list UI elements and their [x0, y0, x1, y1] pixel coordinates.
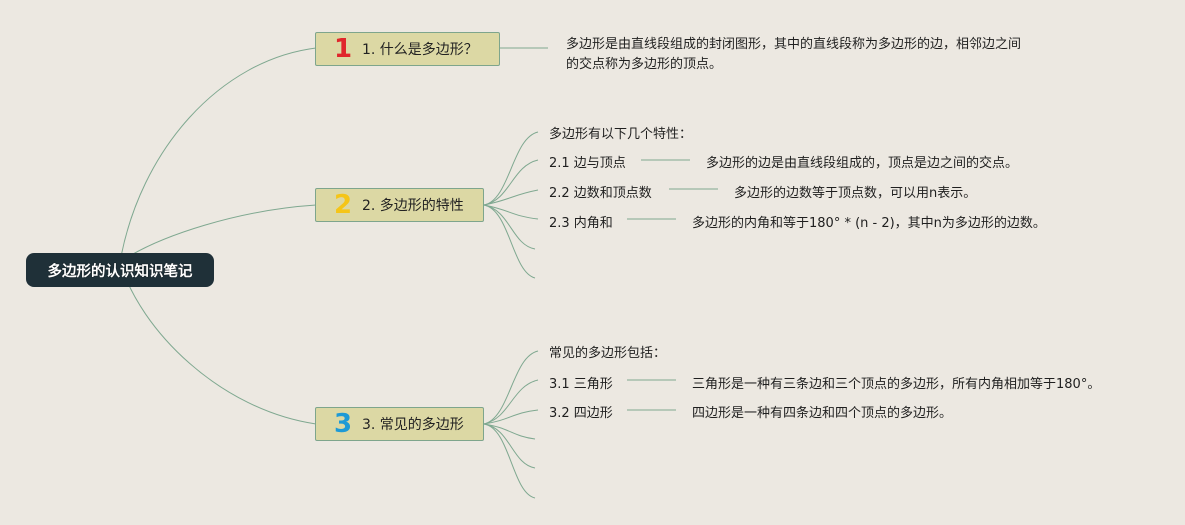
connector-topic-3-empty-2 [483, 423, 536, 469]
number-one-icon: 1 [333, 34, 353, 64]
topic-2-item-2-detail: 多边形的边数等于顶点数，可以用n表示。 [734, 186, 977, 201]
topic-2-item-3-detail: 多边形的内角和等于180° * (n - 2)，其中n为多边形的边数。 [692, 216, 1046, 231]
topic-3-label: 3. 常见的多边形 [362, 417, 464, 433]
connector-root-topic-3 [119, 261, 317, 425]
root-title: 多边形的认识知识笔记 [47, 263, 193, 280]
topic-3-item-2-detail: 四边形是一种有四条边和四个顶点的多边形。 [692, 406, 953, 421]
topic-2-node[interactable]: 2 2. 多边形的特性 [315, 188, 484, 222]
connector-topic-2-empty-2 [483, 204, 536, 279]
topic-2-label: 2. 多边形的特性 [362, 198, 464, 214]
connector-topic-2-item-1 [483, 159, 539, 206]
connector-topic-3-item-1 [483, 379, 539, 425]
topic-3-item-1-detail: 三角形是一种有三条边和三个顶点的多边形，所有内角相加等于180°。 [692, 377, 1101, 392]
topic-2-item-1-label: 2.1 边与顶点 [549, 156, 626, 171]
connector-topic-3-item-2 [483, 409, 539, 425]
connector-root-topic-2 [119, 204, 317, 263]
topic-3-item-2-label: 3.2 四边形 [549, 406, 613, 421]
topic-1-description-line-1: 多边形是由直线段组成的封闭图形，其中的直线段称为多边形的边，相邻边之间 [566, 37, 1022, 52]
topic-2-item-2-label: 2.2 边数和顶点数 [549, 186, 652, 201]
connector-topic-2-item-2 [483, 189, 539, 206]
connector-topic-2-empty-1 [483, 204, 536, 250]
connector-topic-2-intro [483, 131, 539, 206]
topic-2-intro: 多边形有以下几个特性： [549, 127, 693, 142]
topic-1-description-line-2: 的交点称为多边形的顶点。 [566, 57, 723, 72]
topic-1-node[interactable]: 1 1. 什么是多边形？ [315, 32, 500, 66]
topic-1-label: 1. 什么是多边形？ [362, 42, 478, 58]
topic-3-node[interactable]: 3 3. 常见的多边形 [315, 407, 484, 441]
topic-2-item-3-label: 2.3 内角和 [549, 216, 613, 231]
number-three-icon: 3 [333, 409, 353, 439]
connector-topic-2-item-3 [483, 204, 539, 220]
root-node[interactable]: 多边形的认识知识笔记 [26, 253, 214, 287]
connector-topic-3-empty-3 [483, 423, 536, 499]
connector-root-topic-1 [119, 47, 317, 263]
topic-2-item-1-detail: 多边形的边是由直线段组成的，顶点是边之间的交点。 [706, 156, 1019, 171]
number-two-icon: 2 [333, 190, 353, 220]
connector-topic-3-intro [483, 350, 539, 425]
topic-3-intro: 常见的多边形包括： [549, 346, 667, 361]
topic-3-item-1-label: 3.1 三角形 [549, 377, 613, 392]
